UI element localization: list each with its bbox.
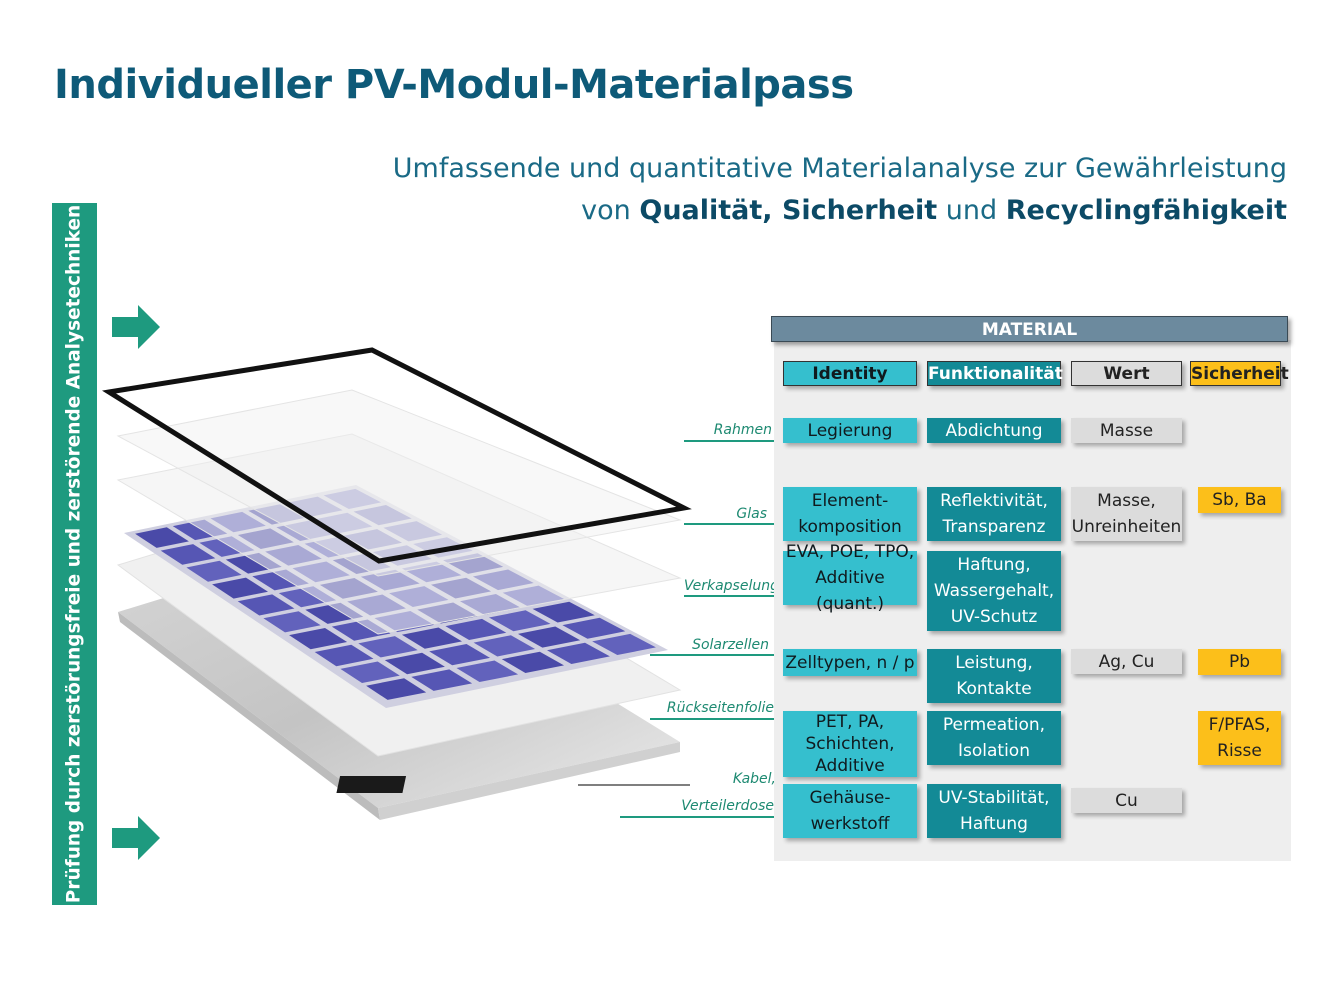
solar-cell [429, 644, 490, 666]
cell-wert-solarzellen: Ag, Cu [1071, 649, 1182, 674]
solar-cell [212, 577, 268, 599]
column-header-sicherheit: Sicherheit [1190, 361, 1289, 386]
solar-cell [501, 651, 564, 673]
layer-label-rahmen: Rahmen [713, 422, 772, 438]
cell-identity-rahmen: Legierung [783, 418, 917, 443]
cell-identity-rueckseitenfolie: PET, PA, Schichten, Additive [783, 711, 917, 777]
solar-cell [314, 644, 374, 667]
subtitle-mid: und [937, 195, 1006, 226]
solar-cell [445, 618, 507, 640]
solar-cell [473, 635, 536, 657]
solar-cell [592, 633, 656, 655]
cell-funktion-verkapselung: Haftung, Wassergehalt, UV-Schutz [927, 551, 1061, 631]
page-title: Individueller PV-Modul-Materialpass [54, 62, 854, 108]
cell-wert-rahmen: Masse [1071, 418, 1182, 443]
subtitle-bold-recycling: Recyclingfähigkeit [1005, 195, 1287, 226]
cell-identity-solarzellen: Zelltypen, n / p [783, 649, 917, 676]
cell-wert-kabel: Cu [1071, 788, 1182, 813]
column-header-wert: Wert [1071, 361, 1182, 386]
solar-cell [532, 601, 595, 623]
solar-cell [547, 642, 610, 664]
solar-cell [135, 527, 189, 548]
cell-identity-verkapselung: EVA, POE, TPO, Additive (quant.) [783, 542, 917, 614]
solar-cell [366, 678, 427, 700]
arrow-right-icon-top [112, 305, 160, 349]
junction-box [336, 776, 407, 793]
solar-cell [411, 669, 473, 691]
solar-cell [160, 544, 216, 565]
layer-label-verteilerdose: Verteilerdose [681, 798, 774, 814]
material-header: MATERIAL [771, 316, 1288, 342]
cell-wert-glas: Masse, Unreinheiten [1071, 487, 1182, 541]
solar-cell [456, 660, 519, 682]
layer-label-glas: Glas [736, 506, 767, 522]
column-header-funktionalitaet: Funktionalität [927, 361, 1063, 386]
solar-cell [263, 611, 321, 633]
solar-cell [401, 627, 462, 649]
layer-label-verkapselung: Verkapselung [683, 578, 779, 594]
subtitle-bold-quality: Qualität, Sicherheit [639, 195, 938, 226]
subtitle-prefix: von [581, 195, 640, 226]
solar-cell [562, 617, 626, 639]
solar-cell [358, 636, 418, 658]
cell-funktion-rueckseitenfolie: Permeation, Isolation [927, 711, 1061, 765]
layer-label-kabel: Kabel, [732, 771, 776, 787]
cell-identity-kabel: Gehäuse- werkstoff [783, 784, 917, 838]
subtitle-line-2: von Qualität, Sicherheit und Recyclingfä… [581, 195, 1287, 226]
cell-sicherheit-solarzellen: Pb [1198, 649, 1281, 675]
leader-lines [620, 440, 784, 818]
layer-label-rueckseitenfolie: Rückseitenfolie [666, 700, 774, 716]
cell-funktion-solarzellen: Leistung, Kontakte [927, 649, 1061, 703]
solar-cell [289, 628, 348, 650]
solar-cell [186, 560, 242, 582]
solar-cell [340, 661, 400, 683]
solar-cell [489, 610, 551, 632]
side-bar [52, 203, 97, 905]
cell-identity-glas: Element- komposition [783, 487, 917, 541]
subtitle-line-1: Umfassende und quantitative Materialanal… [392, 153, 1287, 184]
solar-cell [237, 594, 295, 616]
cell-sicherheit-rueckseitenfolie: F/PFAS, Risse [1198, 711, 1281, 765]
solar-cell [518, 626, 581, 648]
cell-sicherheit-glas: Sb, Ba [1198, 487, 1281, 513]
cell-funktion-kabel: UV-Stabilität, Haftung [927, 784, 1061, 838]
frame-layer [102, 347, 692, 564]
glass-layer [116, 389, 682, 577]
column-header-identity: Identity [783, 361, 917, 386]
layer-label-solarzellen: Solarzellen [692, 637, 769, 653]
arrow-right-icon-bottom [112, 816, 160, 860]
cell-funktion-rahmen: Abdichtung [927, 418, 1061, 443]
cell-funktion-glas: Reflektivität, Transparenz [927, 487, 1061, 541]
solar-cell [384, 652, 445, 675]
